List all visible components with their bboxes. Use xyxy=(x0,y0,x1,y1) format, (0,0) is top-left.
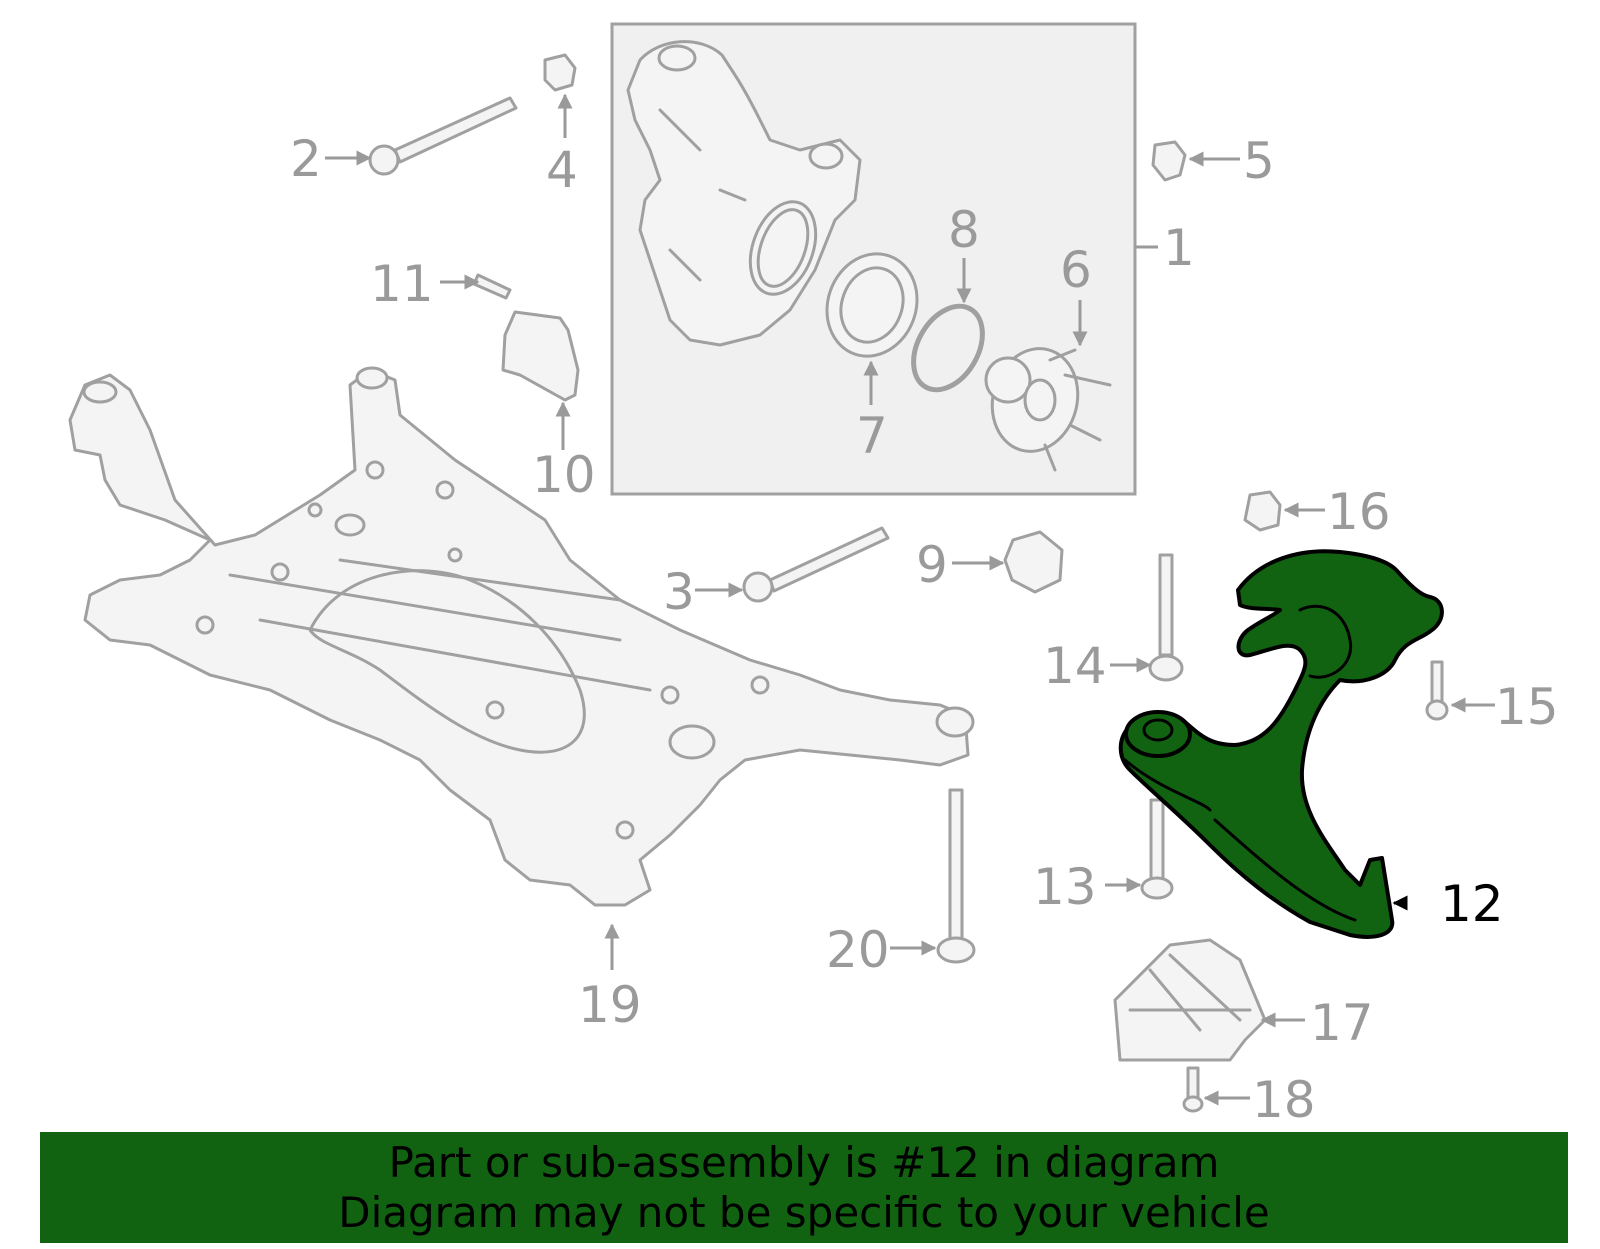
callout-4: 4 xyxy=(546,141,578,199)
lower-control-arm xyxy=(1118,549,1444,939)
callout-20: 20 xyxy=(826,921,890,979)
bolt-13 xyxy=(1140,798,1174,900)
snap-ring xyxy=(911,303,985,393)
bolt-20 xyxy=(936,788,976,964)
banner-line-2: Diagram may not be specific to your vehi… xyxy=(338,1187,1270,1237)
banner-line-1: Part or sub-assembly is #12 in diagram xyxy=(388,1137,1220,1187)
callout-11: 11 xyxy=(370,255,434,313)
callout-19: 19 xyxy=(578,976,642,1034)
callout-3: 3 xyxy=(663,563,695,621)
bolt-2 xyxy=(368,96,518,176)
bolt-15 xyxy=(1425,660,1449,721)
callout-10: 10 xyxy=(532,446,596,504)
wheel-hub xyxy=(984,347,1112,472)
callout-13: 13 xyxy=(1033,858,1097,916)
bracket-17 xyxy=(1113,938,1267,1062)
callout-18: 18 xyxy=(1252,1071,1316,1129)
steering-knuckle xyxy=(626,40,862,347)
callout-9: 9 xyxy=(916,536,948,594)
bolt-14 xyxy=(1148,553,1184,682)
callout-15: 15 xyxy=(1495,678,1559,736)
nut-16 xyxy=(1243,490,1282,532)
shield-10 xyxy=(501,310,580,402)
info-banner: Part or sub-assembly is #12 in diagram D… xyxy=(40,1132,1568,1243)
callout-12: 12 xyxy=(1440,875,1504,933)
bolt-3 xyxy=(742,526,890,603)
callout-16: 16 xyxy=(1327,483,1391,541)
callout-7: 7 xyxy=(856,407,888,465)
nut-5 xyxy=(1151,140,1187,182)
callout-14: 14 xyxy=(1043,637,1107,695)
subframe xyxy=(68,366,975,907)
bolt-11 xyxy=(472,273,512,300)
callout-5: 5 xyxy=(1243,132,1275,190)
callout-6: 6 xyxy=(1060,241,1092,299)
wheel-bearing xyxy=(825,252,919,358)
callout-2: 2 xyxy=(290,130,322,188)
callout-17: 17 xyxy=(1310,994,1374,1052)
nut-4 xyxy=(543,53,577,92)
callout-1: 1 xyxy=(1163,219,1195,277)
callout-arrows xyxy=(325,93,1495,1106)
nut-9 xyxy=(1003,530,1064,594)
callout-8: 8 xyxy=(948,201,980,259)
bolt-18 xyxy=(1182,1066,1204,1113)
